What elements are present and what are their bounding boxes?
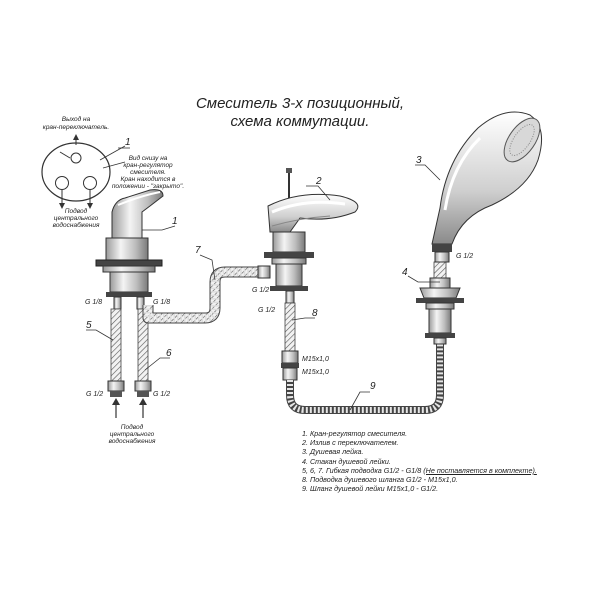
inset-side-label-1: Вид снизу на — [129, 154, 168, 162]
callout-8: 8 — [312, 308, 318, 319]
valve-regulator — [95, 189, 164, 310]
diagram-title-line1: Смеситель 3-х позиционный, — [195, 95, 405, 112]
legend-item-1: 1. Кран-регулятор смесителя. — [302, 429, 408, 438]
fitting-m15-b: M15x1,0 — [302, 369, 329, 376]
shower-holder — [416, 261, 464, 345]
callout-6: 6 — [166, 348, 172, 359]
inset-number: 1 — [125, 137, 131, 148]
callout-5: 5 — [86, 320, 92, 331]
inset-top-label-2: кран-переключатель. — [43, 124, 110, 131]
fitting-g12-spout-b: G 1/2 — [258, 307, 275, 314]
legend-item-5-7: 5, 6, 7. Гибкая подводка G1/2 - G1/8 (Не… — [302, 466, 594, 475]
legend-item-3: 3. Душевая лейка. — [302, 447, 364, 457]
fitting-g18-right: G 1/8 — [153, 299, 170, 306]
inset-side-label-4: Кран находится в — [121, 175, 177, 183]
fitting-g12-head: G 1/2 — [456, 253, 473, 260]
callout-leaders — [86, 164, 441, 411]
fitting-g12-spout-a: G 1/2 — [252, 287, 269, 294]
inset-top-label-1: Выход на — [62, 115, 91, 123]
legend-item-5-7-text: 5, 6, 7. Гибкая подводка G1/2 - G1/8 — [302, 465, 422, 475]
supply-label-3: водоснабжения — [109, 437, 156, 445]
fitting-g18-left: G 1/8 — [85, 299, 102, 306]
callout-3: 3 — [416, 155, 422, 166]
legend-item-8: 8. Подводка душевого шланга G1/2 - M15x1… — [302, 475, 458, 485]
callout-9: 9 — [370, 381, 376, 392]
shower-head — [431, 111, 543, 263]
inset-bottom-label-3: водоснабжения — [53, 221, 100, 229]
supply-arrows — [112, 398, 147, 418]
inset-side-label-3: смесителя. — [130, 169, 166, 176]
inset-side-label-5: положении - "закрыто". — [112, 183, 184, 190]
fitting-g12-left: G 1/2 — [86, 391, 103, 398]
callout-1: 1 — [172, 216, 178, 227]
legend-item-9: 9. Шланг душевой лейки M15x1,0 - G1/2. — [302, 484, 439, 494]
supply-label-1: Подвод — [121, 423, 144, 431]
hose-5 — [107, 308, 125, 397]
fitting-g12-right: G 1/2 — [153, 391, 170, 398]
hose-8 — [281, 302, 299, 381]
supply-label-2: центрального — [110, 431, 155, 438]
inset-bottom-view: Выход на кран-переключатель. 1 Вид снизу… — [41, 115, 184, 229]
spout-with-switch — [264, 168, 359, 304]
inset-side-label-2: кран-регулятор — [123, 162, 173, 169]
callout-7: 7 — [195, 245, 201, 256]
hose-7 — [142, 265, 271, 324]
legend-item-4: 4. Стакан душевой лейки. — [302, 456, 391, 466]
parts-legend: 1. Кран-регулятор смесителя. 2. Излив с … — [302, 429, 594, 493]
hose-6 — [134, 308, 152, 397]
inset-bottom-label-1: Подвод — [65, 207, 88, 215]
fitting-m15-a: M15x1,0 — [302, 356, 329, 363]
hose-9 — [286, 340, 444, 414]
diagram-title-line2: схема коммутации. — [230, 113, 370, 130]
legend-item-2: 2. Излив с переключателем. — [302, 438, 399, 448]
legend-item-5-7-note: (Не поставляется в комплекте). — [423, 465, 537, 475]
inset-bottom-label-2: центрального — [54, 215, 99, 222]
callout-2: 2 — [315, 176, 322, 187]
callout-4: 4 — [402, 267, 408, 278]
